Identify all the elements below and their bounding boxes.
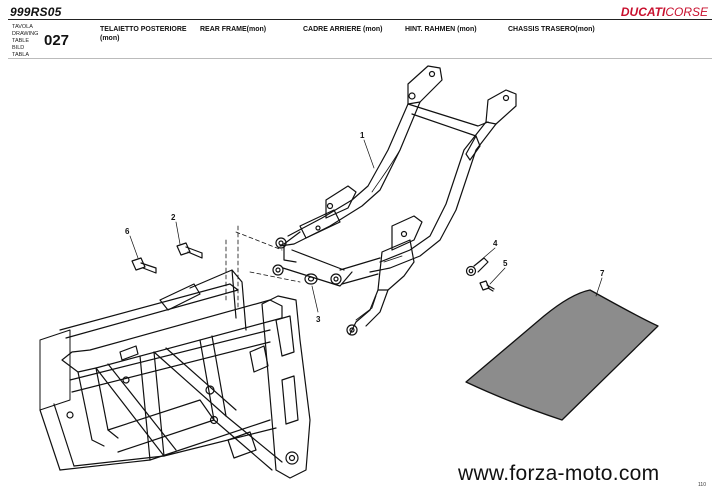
table-label: TABLE <box>12 38 30 44</box>
table-number: 027 <box>44 32 70 49</box>
table-labels: TAVOLA DRAWING TABLE BILD TABLA <box>12 24 38 59</box>
table-label: TAVOLA <box>12 24 33 30</box>
title-fr: CADRE ARRIERE (mon) <box>303 25 382 34</box>
screw-part-5-drawing <box>479 280 495 292</box>
nut-part-3-drawing <box>304 273 318 285</box>
leader-lines <box>129 139 603 313</box>
table-label: DRAWING <box>12 31 39 37</box>
callout-4: 4 <box>493 239 498 248</box>
brand-bold: DUCATI <box>620 5 666 19</box>
callout-3: 3 <box>316 315 321 324</box>
table-label: TABLA <box>12 52 30 58</box>
title-it-line2: (mon) <box>100 35 120 42</box>
brand-light: CORSE <box>665 5 708 19</box>
seat-pad-part-7-drawing <box>465 289 659 421</box>
title-de-line1: HINT. RAHMEN (mon) <box>405 26 477 33</box>
callout-2: 2 <box>171 213 176 222</box>
title-it-line1: TELAIETTO POSTERIORE <box>100 26 187 33</box>
callout-7: 7 <box>600 269 605 278</box>
header-rule-bottom <box>8 58 712 59</box>
bolt-part-6-drawing <box>131 257 157 274</box>
title-en: REAR FRAME(mon) <box>200 25 266 34</box>
title-es: CHASSIS TRASERO(mon) <box>508 25 595 34</box>
callout-6: 6 <box>125 227 130 236</box>
page-number: 110 <box>698 482 706 488</box>
bracket-part-4-drawing <box>465 257 489 277</box>
bolt-part-2-drawing <box>176 242 203 259</box>
main-frame-drawing <box>39 225 311 479</box>
title-fr-line1: CADRE ARRIERE (mon) <box>303 26 383 33</box>
table-label: BILD <box>12 45 25 51</box>
title-it: TELAIETTO POSTERIORE (mon) <box>100 25 187 43</box>
watermark-url: www.forza-moto.com <box>458 462 660 485</box>
title-de: HINT. RAHMEN (mon) <box>405 25 477 34</box>
header-rule-top <box>8 19 712 20</box>
callout-1: 1 <box>360 131 365 140</box>
model-code: 999RS05 <box>10 5 62 19</box>
brand-logo: DUCATICORSE <box>621 5 708 19</box>
callout-5: 5 <box>503 259 508 268</box>
title-en-line1: REAR FRAME(mon) <box>200 26 267 33</box>
rear-subframe-drawing <box>272 65 517 336</box>
title-es-line1: CHASSIS TRASERO(mon) <box>508 26 595 33</box>
